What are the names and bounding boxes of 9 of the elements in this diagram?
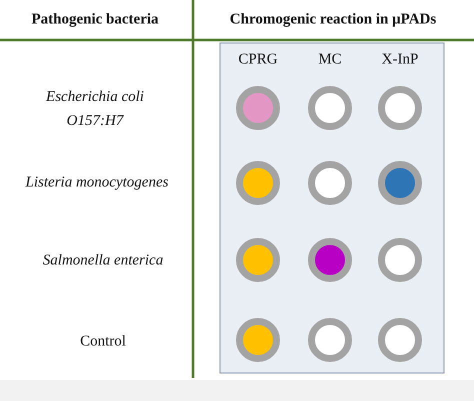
column-header: X-InP xyxy=(382,52,418,68)
column-header: CPRG xyxy=(238,52,278,68)
row-label: Control xyxy=(80,334,126,350)
row-label: Listeria monocytogenes xyxy=(26,174,168,192)
column-header: MC xyxy=(318,52,342,68)
column-header: Chromogenic reaction in μPADs xyxy=(230,12,436,28)
column-header: Pathogenic bacteria xyxy=(31,12,159,28)
row-label: Escherichia coli O157:H7 xyxy=(44,88,145,131)
row-label: Salmonella enterica xyxy=(42,252,164,270)
